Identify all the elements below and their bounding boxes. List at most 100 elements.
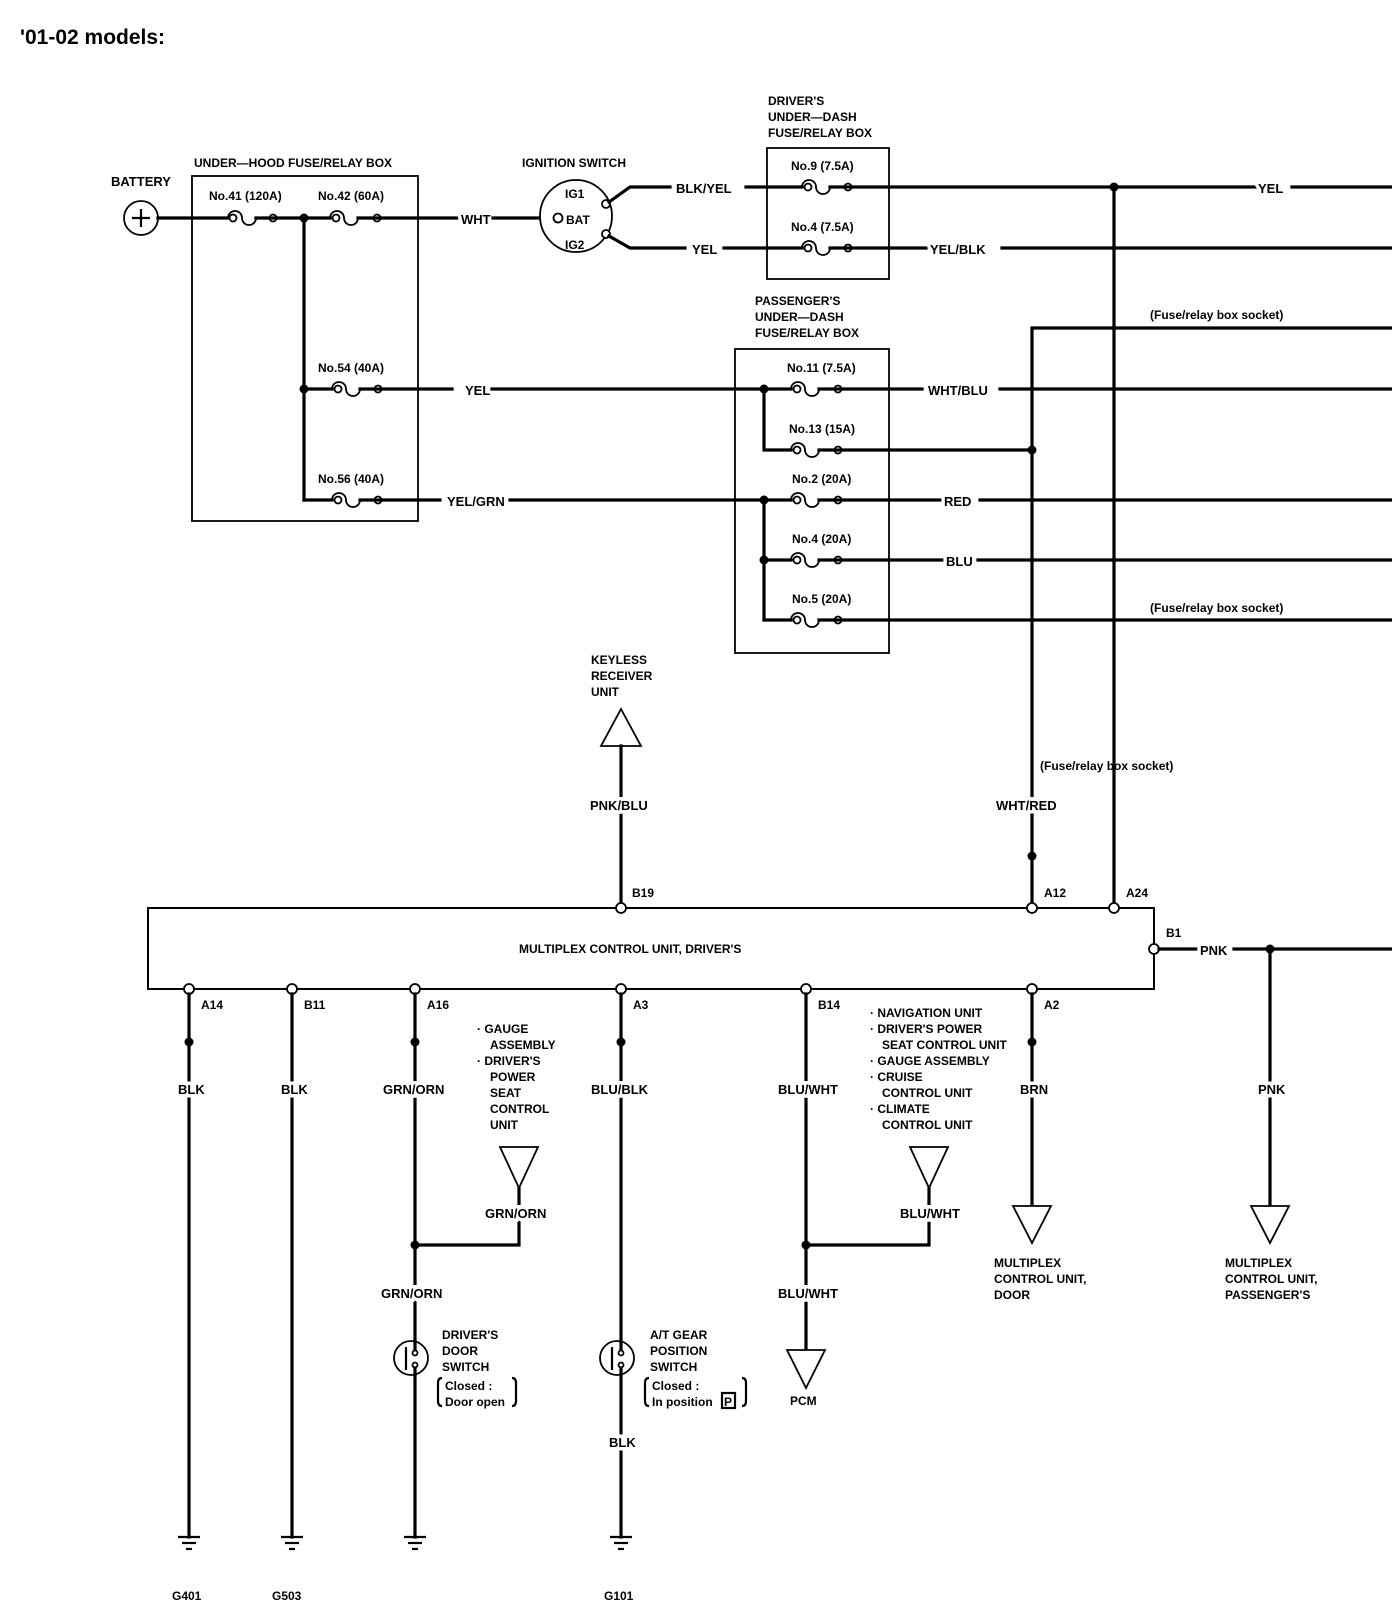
gauge-list-4: POWER [490, 1070, 536, 1084]
ignition-label: IGNITION SWITCH [522, 156, 626, 170]
nav-list-4: · GAUGE ASSEMBLY [870, 1054, 990, 1068]
wire-label-blu-wht-1: BLU/WHT [778, 1082, 838, 1097]
nav-list-3: SEAT CONTROL UNIT [882, 1038, 1008, 1052]
fuse-d4-symbol [801, 240, 831, 256]
pass-dash-label-3: FUSE/RELAY BOX [755, 326, 859, 340]
wire-label-yel-right: YEL [1258, 181, 1283, 196]
multiplex-control-unit: MULTIPLEX CONTROL UNIT, DRIVER'S B19 A12… [147, 886, 1182, 1012]
passengers-fuse-box: PASSENGER'S UNDER—DASH FUSE/RELAY BOX YE… [444, 294, 1392, 654]
wire-label-blk-yel: BLK/YEL [676, 181, 732, 196]
wire-label-yel-54: YEL [465, 383, 490, 398]
gear-closed-bracket-left [643, 1376, 650, 1408]
ground-g503-circuit: BLK G503 [272, 992, 312, 1603]
nav-list-8: CONTROL UNIT [882, 1118, 973, 1132]
gear-switch-circuit: BLU/BLK A/T GEAR POSITION SWITCH Closed … [588, 992, 748, 1603]
fuse-41-label: No.41 (120A) [209, 189, 282, 203]
ground-label-g401: G401 [172, 1589, 202, 1603]
wire-label-blu: BLU [946, 554, 973, 569]
mcu-door-label-2: CONTROL UNIT, [994, 1272, 1086, 1286]
wire-label-pnk-down: PNK [1258, 1082, 1286, 1097]
keyless-label-1: KEYLESS [591, 653, 647, 667]
keyless-label-3: UNIT [591, 685, 620, 699]
wire-label-blk-gear: BLK [609, 1435, 636, 1450]
wire-label-grn-orn-2: GRN/ORN [485, 1206, 546, 1221]
wire-label-wht-blu: WHT/BLU [928, 383, 988, 398]
gear-closed-label-2: In position [652, 1395, 713, 1409]
gear-closed-label-1: Closed : [652, 1379, 699, 1393]
underhood-fuse-box: UNDER—HOOD FUSE/RELAY BOX No.41 (120A) N… [156, 156, 540, 522]
door-closed-label-2: Door open [445, 1395, 505, 1409]
svg-text:A12: A12 [1044, 886, 1066, 900]
svg-text:A16: A16 [427, 998, 449, 1012]
wire-label-blk-b11: BLK [281, 1082, 308, 1097]
nav-list-5: · CRUISE [870, 1070, 923, 1084]
gear-switch-label-3: SWITCH [650, 1360, 697, 1374]
mcu-label: MULTIPLEX CONTROL UNIT, DRIVER'S [519, 942, 741, 956]
wire-label-blu-blk: BLU/BLK [591, 1082, 649, 1097]
terminal-a24 [1108, 902, 1120, 914]
fuse-d9-symbol [801, 179, 831, 195]
wire-label-pnk-blu: PNK/BLU [590, 798, 648, 813]
ground-label-g503: G503 [272, 1589, 302, 1603]
fuse-42-symbol [329, 210, 359, 226]
pcm-label: PCM [790, 1394, 817, 1408]
gauge-list-6: CONTROL [490, 1102, 549, 1116]
gear-switch-label-2: POSITION [650, 1344, 707, 1358]
ground-label-g101: G101 [604, 1589, 634, 1603]
svg-text:B14: B14 [818, 998, 840, 1012]
fuse-p2-symbol [790, 492, 820, 508]
fuse-d9-label: No.9 (7.5A) [791, 159, 854, 173]
drivers-dash-label-1: DRIVER'S [768, 94, 824, 108]
svg-text:A14: A14 [201, 998, 223, 1012]
svg-text:A2: A2 [1044, 998, 1060, 1012]
door-switch-circuit: GRN/ORN GRN/ORN GRN/ORN · GAUGE ASSEMBLY… [378, 992, 556, 1551]
drivers-dash-label-2: UNDER—DASH [768, 110, 857, 124]
nav-list-7: · CLIMATE [870, 1102, 930, 1116]
fuse-54-label: No.54 (40A) [318, 361, 384, 375]
ignition-switch: IGNITION SWITCH IG1 BAT IG2 [522, 156, 687, 253]
mcu-pass-connector-triangle [1249, 1205, 1291, 1245]
keyless-connector-triangle [599, 707, 643, 747]
mcu-pass-label-2: CONTROL UNIT, [1225, 1272, 1317, 1286]
fuse-d4-label: No.4 (7.5A) [791, 220, 854, 234]
pass-dash-label-1: PASSENGER'S [755, 294, 840, 308]
drivers-box-outline [766, 147, 890, 280]
gauge-list-3: · DRIVER'S [477, 1054, 541, 1068]
door-closed-bracket-left [436, 1376, 443, 1408]
wire-label-red: RED [944, 494, 971, 509]
gauge-list-7: UNIT [490, 1118, 519, 1132]
socket-label-3: (Fuse/relay box socket) [1040, 759, 1173, 773]
mcu-box [147, 907, 1155, 990]
mcu-door-circuit: BRN MULTIPLEX CONTROL UNIT, DOOR [994, 992, 1086, 1302]
keyless-label-2: RECEIVER [591, 669, 653, 683]
door-switch-label-1: DRIVER'S [442, 1328, 498, 1342]
door-switch-symbol [393, 1339, 429, 1377]
wire-label-yel-grn: YEL/GRN [447, 494, 505, 509]
wire-label-blk-a14: BLK [178, 1082, 205, 1097]
ig1-label: IG1 [565, 187, 585, 201]
keyless-receiver: KEYLESS RECEIVER UNIT PNK/BLU [587, 653, 653, 908]
nav-connector-triangle [908, 1146, 950, 1191]
ground-g401-circuit: BLK G401 [172, 992, 209, 1603]
svg-text:B1: B1 [1166, 926, 1182, 940]
fuse-p4-symbol [790, 552, 820, 568]
mcu-door-connector-triangle [1011, 1205, 1053, 1245]
wire-label-blu-wht-3: BLU/WHT [778, 1286, 838, 1301]
battery-label: BATTERY [111, 174, 171, 189]
fuse-p11-label: No.11 (7.5A) [787, 361, 856, 375]
gear-closed-bracket-right [741, 1376, 748, 1408]
battery: BATTERY [111, 174, 171, 236]
door-closed-label-1: Closed : [445, 1379, 492, 1393]
mcu-pass-label-1: MULTIPLEX [1225, 1256, 1292, 1270]
mcu-pass-label-3: PASSENGER'S [1225, 1288, 1310, 1302]
drivers-dash-label-3: FUSE/RELAY BOX [768, 126, 872, 140]
page-title: '01-02 models: [20, 26, 165, 49]
wire-wht-red [1030, 326, 1392, 854]
fuse-42-label: No.42 (60A) [318, 189, 384, 203]
socket-label-2: (Fuse/relay box socket) [1150, 601, 1283, 615]
svg-text:B11: B11 [304, 998, 326, 1012]
fuse-p5-symbol [790, 612, 820, 628]
ground-symbol-g401 [178, 1535, 200, 1551]
fuse-p13-label: No.13 (15A) [789, 422, 855, 436]
gear-position-box [720, 1391, 737, 1410]
